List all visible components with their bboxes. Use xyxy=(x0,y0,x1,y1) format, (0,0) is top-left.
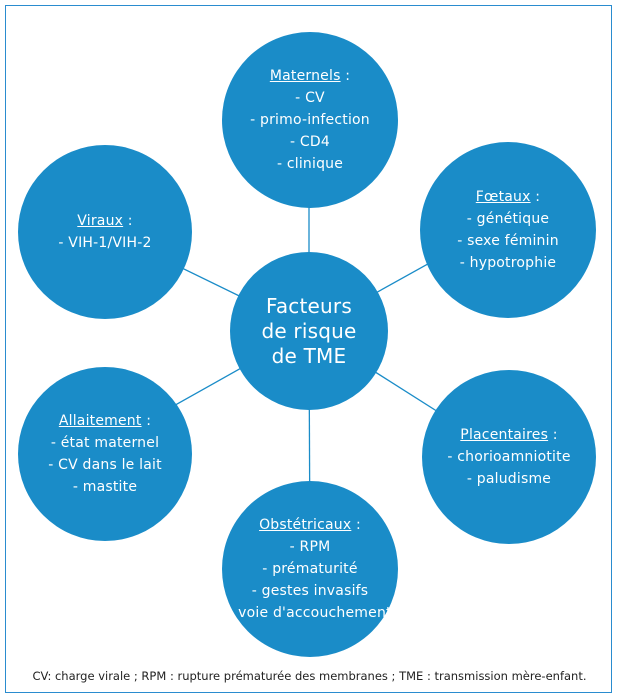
node-allaitement-title: Allaitement xyxy=(58,413,142,429)
node-obstetricaux-heading: Obstétricaux : xyxy=(259,514,361,536)
node-placentaires-item: - paludisme xyxy=(466,471,552,487)
node-maternels-title: Maternels xyxy=(269,68,341,84)
node-obstetricaux-title: Obstétricaux xyxy=(259,517,352,533)
node-allaitement: Allaitement : - état maternel - CV dans … xyxy=(18,367,192,541)
node-obstetricaux: Obstétricaux : - RPM - prématurité - ges… xyxy=(222,481,398,657)
node-obstetricaux-sep: : xyxy=(351,517,361,533)
node-obstetricaux-item: - prématurité xyxy=(262,561,358,577)
node-allaitement-sep: : xyxy=(141,413,152,429)
node-obstetricaux-item: - RPM xyxy=(289,539,331,555)
node-maternels: Maternels : - CV - primo-infection - CD4… xyxy=(222,32,398,208)
node-placentaires-title: Placentaires xyxy=(460,427,549,443)
node-maternels-heading: Maternels : xyxy=(270,65,350,87)
node-placentaires-heading: Placentaires : xyxy=(460,424,557,446)
node-maternels-item: - primo-infection xyxy=(250,112,370,128)
node-placentaires: Placentaires : - chorioamniotite - palud… xyxy=(422,370,596,544)
node-viraux-sep: : xyxy=(123,213,133,229)
node-obstetricaux-item: - gestes invasifs xyxy=(251,583,369,599)
caption: CV: charge virale ; RPM : rupture prémat… xyxy=(32,669,587,683)
node-foetaux-sep: : xyxy=(530,189,541,205)
node-foetaux: Fœtaux : - génétique - sexe féminin - hy… xyxy=(420,142,596,318)
node-maternels-sep: : xyxy=(340,68,351,84)
node-foetaux-title: Fœtaux xyxy=(475,189,531,205)
node-viraux: Viraux : - VIH-1/VIH-2 xyxy=(18,145,192,319)
node-allaitement-item: - CV dans le lait xyxy=(48,457,162,473)
node-obstetricaux-item: - voie d'accouchement xyxy=(228,605,392,621)
node-maternels-item: - clinique xyxy=(276,156,344,172)
node-foetaux-item: - hypotrophie xyxy=(459,255,557,271)
node-placentaires-sep: : xyxy=(548,427,558,443)
node-maternels-item: - CD4 xyxy=(290,134,330,150)
node-foetaux-item: - sexe féminin xyxy=(457,233,559,249)
node-foetaux-heading: Fœtaux : xyxy=(476,186,540,208)
node-viraux-title: Viraux xyxy=(77,213,124,229)
node-viraux-item: - VIH-1/VIH-2 xyxy=(58,235,152,251)
node-allaitement-item: - état maternel xyxy=(50,435,160,451)
node-maternels-item: - CV xyxy=(295,90,325,106)
node-viraux-heading: Viraux : xyxy=(77,210,132,232)
node-allaitement-item: - mastite xyxy=(72,479,138,495)
node-allaitement-heading: Allaitement : xyxy=(59,410,151,432)
center-node-label: Facteurs de risque de TME xyxy=(261,293,357,368)
node-placentaires-item: - chorioamniotite xyxy=(447,449,571,465)
node-foetaux-item: - génétique xyxy=(466,211,550,227)
center-node: Facteurs de risque de TME xyxy=(230,252,388,410)
